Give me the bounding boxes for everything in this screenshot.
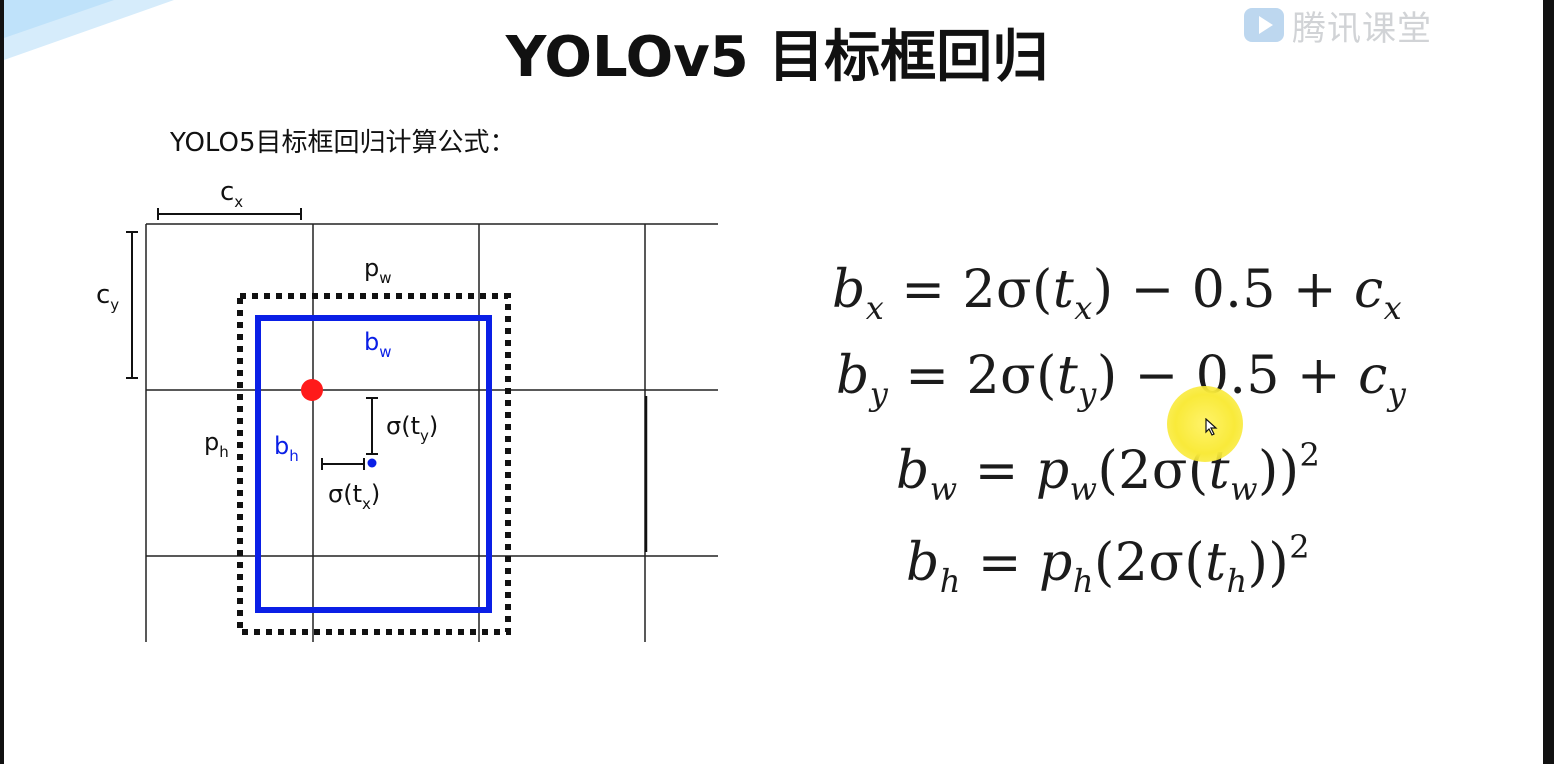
cy-label: cy	[96, 280, 119, 314]
formula-bx: bx = 2σ(tx) − 0.5 + cx	[832, 260, 1403, 327]
cx-measure	[157, 208, 302, 220]
right-frame-border	[1543, 0, 1554, 764]
ph-label: ph	[204, 428, 229, 461]
formula-by: by = 2σ(ty) − 0.5 + cy	[836, 346, 1407, 413]
sigma-ty-measure	[366, 397, 378, 455]
sigma-tx-label: σ(tx)	[328, 480, 380, 513]
sigma-tx-measure	[321, 458, 365, 470]
formula-bh: bh = ph(2σ(th))2	[906, 528, 1311, 600]
predicted-box	[255, 315, 492, 613]
left-frame-border	[0, 0, 4, 764]
corner-decoration	[4, 0, 174, 60]
pw-label: pw	[364, 254, 392, 287]
cy-measure	[126, 231, 138, 379]
sigma-ty-label: σ(ty)	[386, 412, 438, 445]
grid-cell-origin-dot	[301, 379, 323, 401]
bbox-regression-diagram: cx cy pw ph bw bh σ(ty) σ(tx)	[96, 177, 718, 642]
formula-bw: bw = pw(2σ(tw))2	[896, 436, 1321, 508]
section-subtitle: YOLO5目标框回归计算公式：	[170, 128, 516, 158]
prior-box	[237, 293, 511, 635]
mouse-cursor-icon	[1205, 418, 1218, 436]
watermark-logo: 腾讯课堂	[1244, 0, 1539, 50]
predicted-center-dot	[367, 458, 377, 468]
bh-label: bh	[274, 432, 299, 465]
watermark-text: 腾讯课堂	[1292, 8, 1432, 49]
bw-label: bw	[364, 328, 392, 361]
cx-label: cx	[220, 177, 243, 211]
play-logo-icon	[1244, 8, 1284, 42]
cursor-highlight	[1167, 386, 1243, 462]
page-title: YOLOv5 目标框回归	[505, 25, 1049, 90]
